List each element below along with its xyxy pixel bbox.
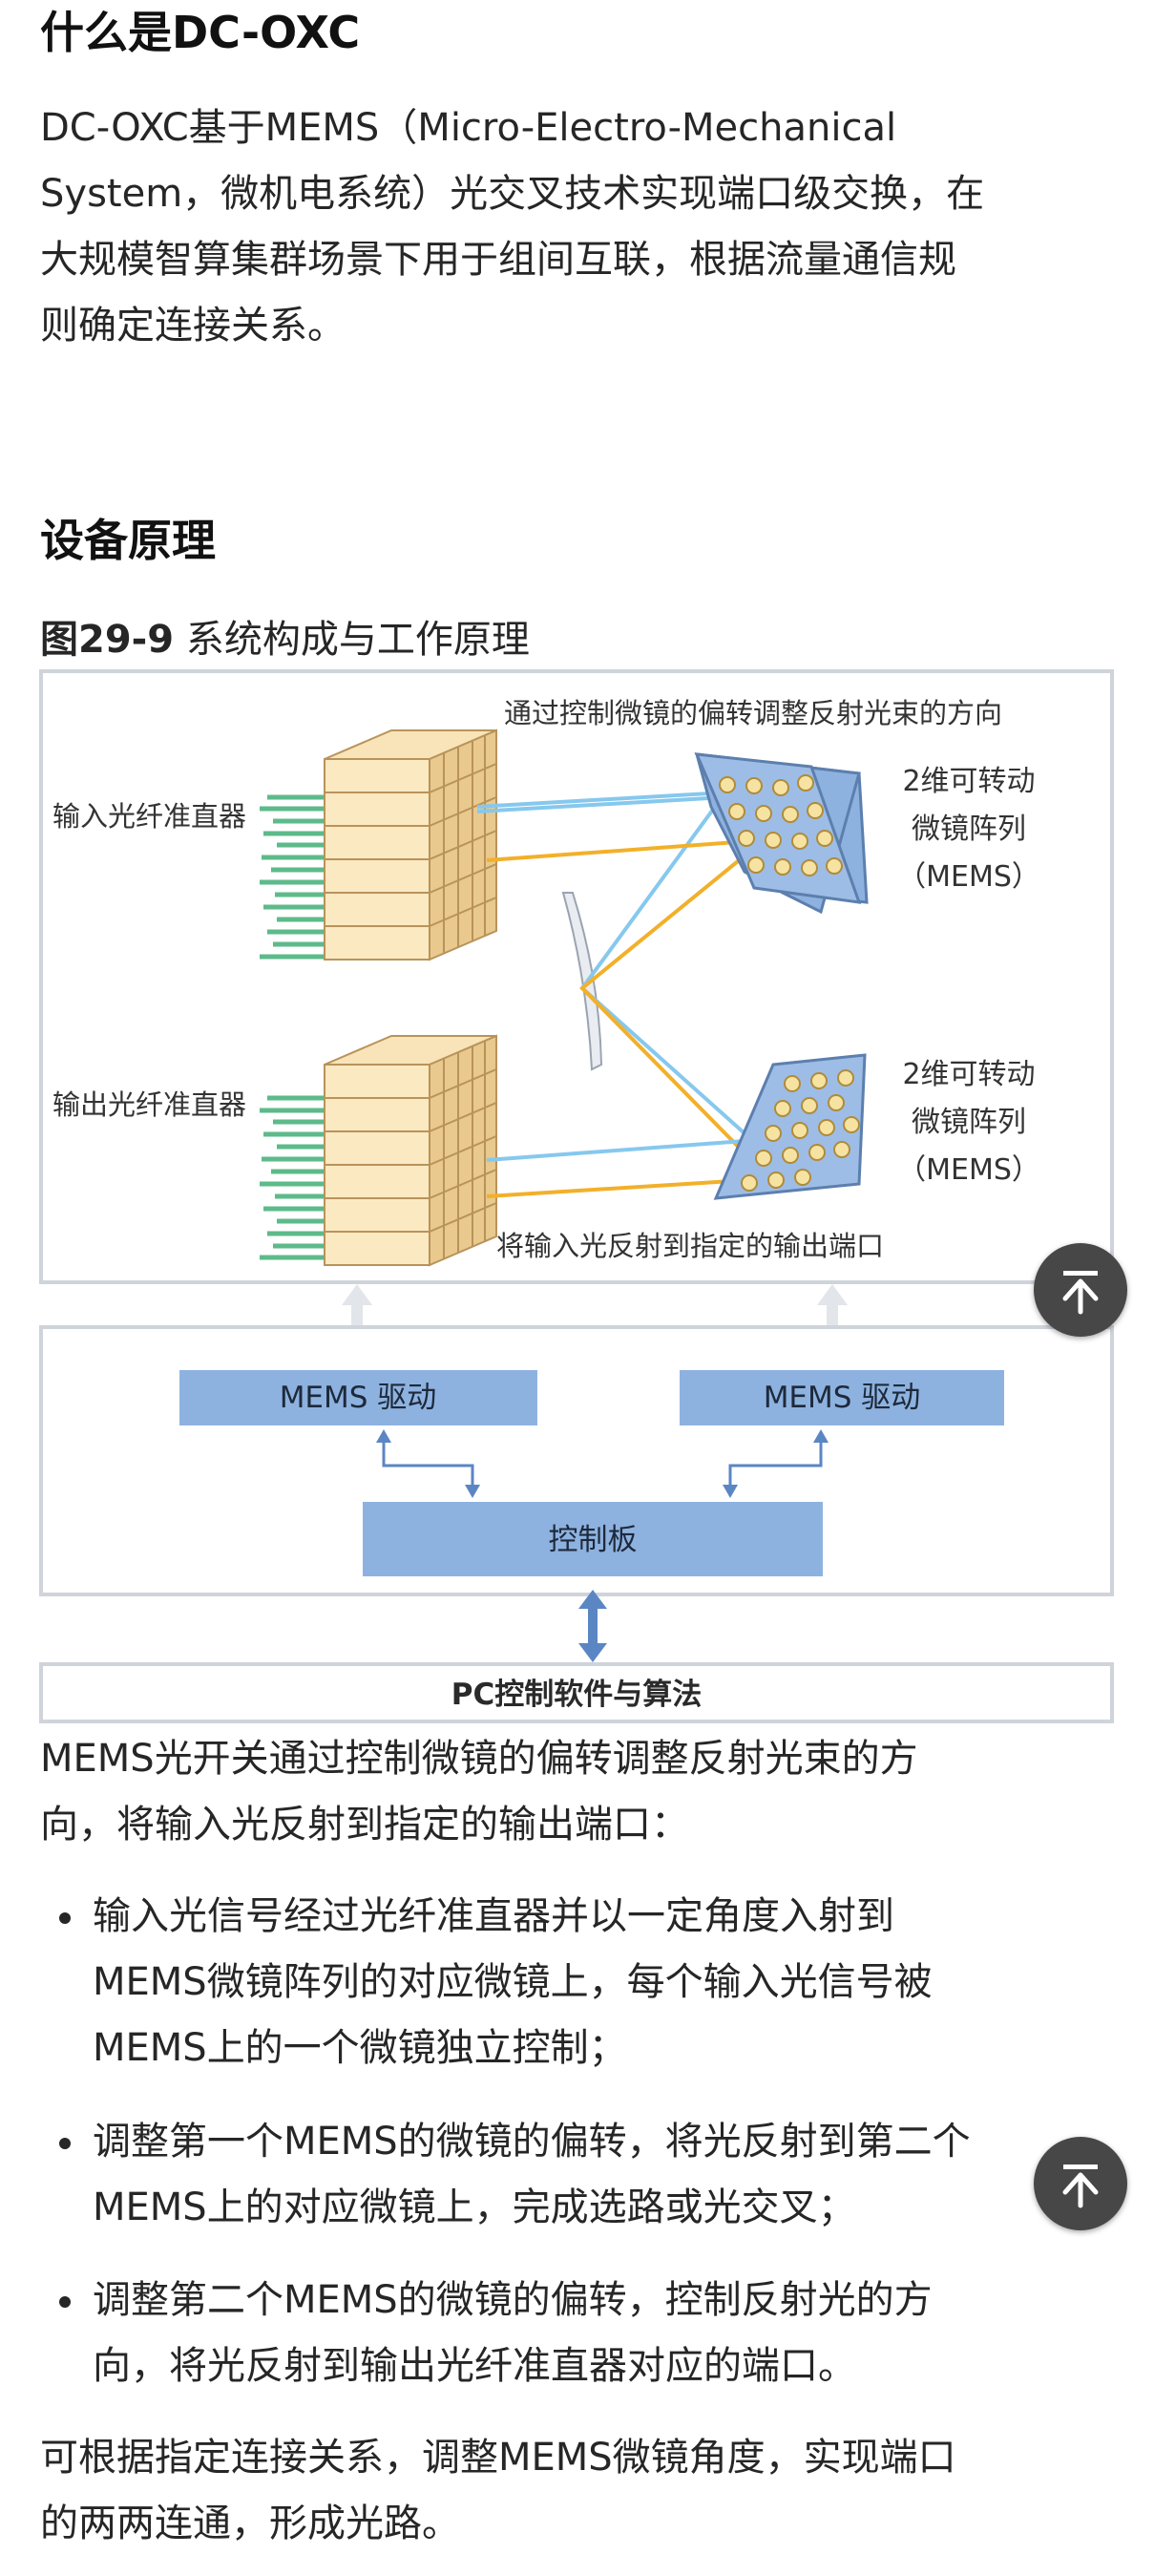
top-note: 通过控制微镜的偏转调整反射光束的方向 xyxy=(504,697,1002,729)
figure-caption-number: 图29-9 xyxy=(40,618,175,662)
text-line: MEMS光开关通过控制微镜的偏转调整反射光束的方 xyxy=(40,1737,918,1781)
text-line: 调整第二个MEMS的微镜的偏转，控制反射光的方 xyxy=(93,2278,933,2322)
fixed-mirror xyxy=(561,892,603,1071)
mems-bottom-label-2: 微镜阵列 xyxy=(912,1106,1026,1139)
pc-link-arrow xyxy=(578,1590,607,1662)
bullet-dot xyxy=(59,2138,71,2149)
text-line: MEMS微镜阵列的对应微镜上，每个输入光信号被 xyxy=(93,1960,933,2004)
control-board-label: 控制板 xyxy=(549,1523,638,1557)
mems-driver-right-label: MEMS 驱动 xyxy=(764,1381,921,1415)
pc-software-box xyxy=(39,1662,1114,1723)
back-to-top-button[interactable] xyxy=(1034,2137,1127,2230)
mems-driver-left-label: MEMS 驱动 xyxy=(280,1381,437,1415)
text-line: 则确定连接关系。 xyxy=(40,304,346,348)
mems-top-label-1: 2维可转动 xyxy=(902,765,1035,798)
text-line: 可根据指定连接关系，调整MEMS微镜角度，实现端口 xyxy=(40,2436,956,2480)
bullet-dot xyxy=(59,1912,71,1924)
mems-bottom-label-1: 2维可转动 xyxy=(902,1058,1035,1091)
control-board xyxy=(363,1502,823,1576)
intro-paragraph: DC-OXC基于MEMS（Micro-Electro-Mechanical Sy… xyxy=(40,95,1109,359)
optical-panel-frame xyxy=(39,669,1114,1284)
closing-paragraph: 可根据指定连接关系，调整MEMS微镜角度，实现端口 的两两连通，形成光路。 xyxy=(40,2425,1109,2557)
mems-driver-left xyxy=(179,1370,537,1425)
figure-caption-text: 系统构成与工作原理 xyxy=(174,618,530,662)
text-line: 大规模智算集群场景下用于组间互联，根据流量通信规 xyxy=(40,238,956,282)
arrow-up-icon xyxy=(1062,2164,1099,2208)
bullet-dot xyxy=(59,2296,71,2308)
text-line: 向，将输入光反射到指定的输出端口： xyxy=(40,1803,689,1847)
text-line: DC-OXC基于MEMS（Micro-Electro-Mechanical xyxy=(40,106,897,150)
section-title-dc-oxc: 什么是DC-OXC xyxy=(40,7,361,58)
text-line: System，微机电系统）光交叉技术实现端口级交换，在 xyxy=(40,172,985,216)
output-collimator-label: 输出光纤准直器 xyxy=(52,1088,246,1121)
text-line: MEMS上的一个微镜独立控制； xyxy=(93,2026,627,2070)
input-collimator-array xyxy=(260,728,497,961)
mems-intro-paragraph: MEMS光开关通过控制微镜的偏转调整反射光束的方 向，将输入光反射到指定的输出端… xyxy=(40,1726,1109,1858)
text-line: 向，将光反射到输出光纤准直器对应的端口。 xyxy=(93,2344,856,2388)
bottom-note: 将输入光反射到指定的输出端口 xyxy=(496,1230,884,1262)
driver-connectors xyxy=(382,1439,823,1487)
system-diagram: 通过控制微镜的偏转调整反射光束的方向 xyxy=(38,664,1117,1723)
arrow-up-icon xyxy=(1062,1271,1099,1315)
mems-bottom-label-3: （MEMS） xyxy=(897,1153,1040,1187)
mems-top-label-2: 微镜阵列 xyxy=(912,813,1026,846)
mems-array-bottom xyxy=(713,1053,867,1200)
input-collimator-label: 输入光纤准直器 xyxy=(52,800,246,833)
pc-software-label: PC控制软件与算法 xyxy=(451,1678,702,1712)
figure-caption: 图29-9 系统构成与工作原理 xyxy=(40,608,530,664)
list-item: 输入光信号经过光纤准直器并以一定角度入射到 MEMS微镜阵列的对应微镜上，每个输… xyxy=(93,1884,1104,2081)
list-item: 调整第二个MEMS的微镜的偏转，控制反射光的方 向，将光反射到输出光纤准直器对应… xyxy=(93,2268,1104,2399)
output-collimator-array xyxy=(260,1034,497,1267)
back-to-top-button[interactable] xyxy=(1034,1243,1127,1337)
list-item: 调整第一个MEMS的微镜的偏转，将光反射到第二个 MEMS上的对应微镜上，完成选… xyxy=(93,2109,1104,2241)
text-line: 输入光信号经过光纤准直器并以一定角度入射到 xyxy=(93,1894,894,1938)
text-line: 的两两连通，形成光路。 xyxy=(40,2502,460,2545)
section-title-principle: 设备原理 xyxy=(40,515,216,566)
text-line: MEMS上的对应微镜上，完成选路或光交叉； xyxy=(93,2185,856,2229)
light-beams xyxy=(476,790,770,1198)
mems-array-top xyxy=(694,752,869,915)
mems-top-label-3: （MEMS） xyxy=(897,860,1040,894)
text-line: 调整第一个MEMS的微镜的偏转，将光反射到第二个 xyxy=(93,2120,971,2164)
mems-driver-right xyxy=(680,1370,1004,1425)
